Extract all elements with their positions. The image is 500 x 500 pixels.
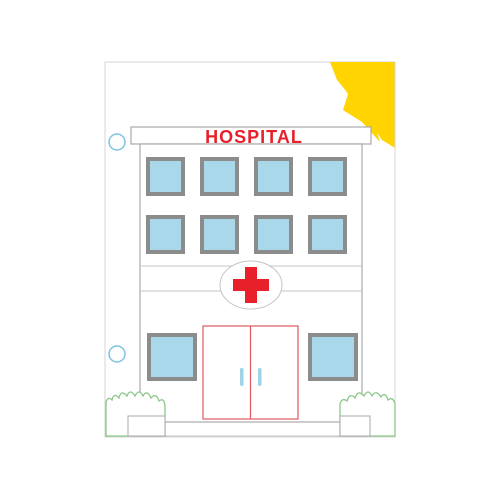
step-left [127, 415, 166, 437]
hospital-sign: HOSPITAL [205, 127, 303, 147]
door-handle-right [258, 368, 262, 386]
window [146, 215, 185, 254]
window [146, 157, 185, 196]
window [308, 157, 347, 196]
upper-windows-row-1 [146, 157, 347, 196]
entrance-door [202, 325, 299, 420]
window [200, 215, 239, 254]
lower-window-right [308, 333, 358, 381]
lower-window-left [147, 333, 197, 381]
sun-icon [330, 62, 396, 150]
upper-windows-row-2 [146, 215, 347, 254]
door-handle-left [240, 368, 244, 386]
window [254, 215, 293, 254]
red-cross-icon [219, 260, 283, 310]
window [254, 157, 293, 196]
step-right [339, 415, 371, 437]
binder-ring-bottom [108, 345, 126, 363]
window [308, 215, 347, 254]
window [200, 157, 239, 196]
binder-ring-top [108, 133, 126, 151]
